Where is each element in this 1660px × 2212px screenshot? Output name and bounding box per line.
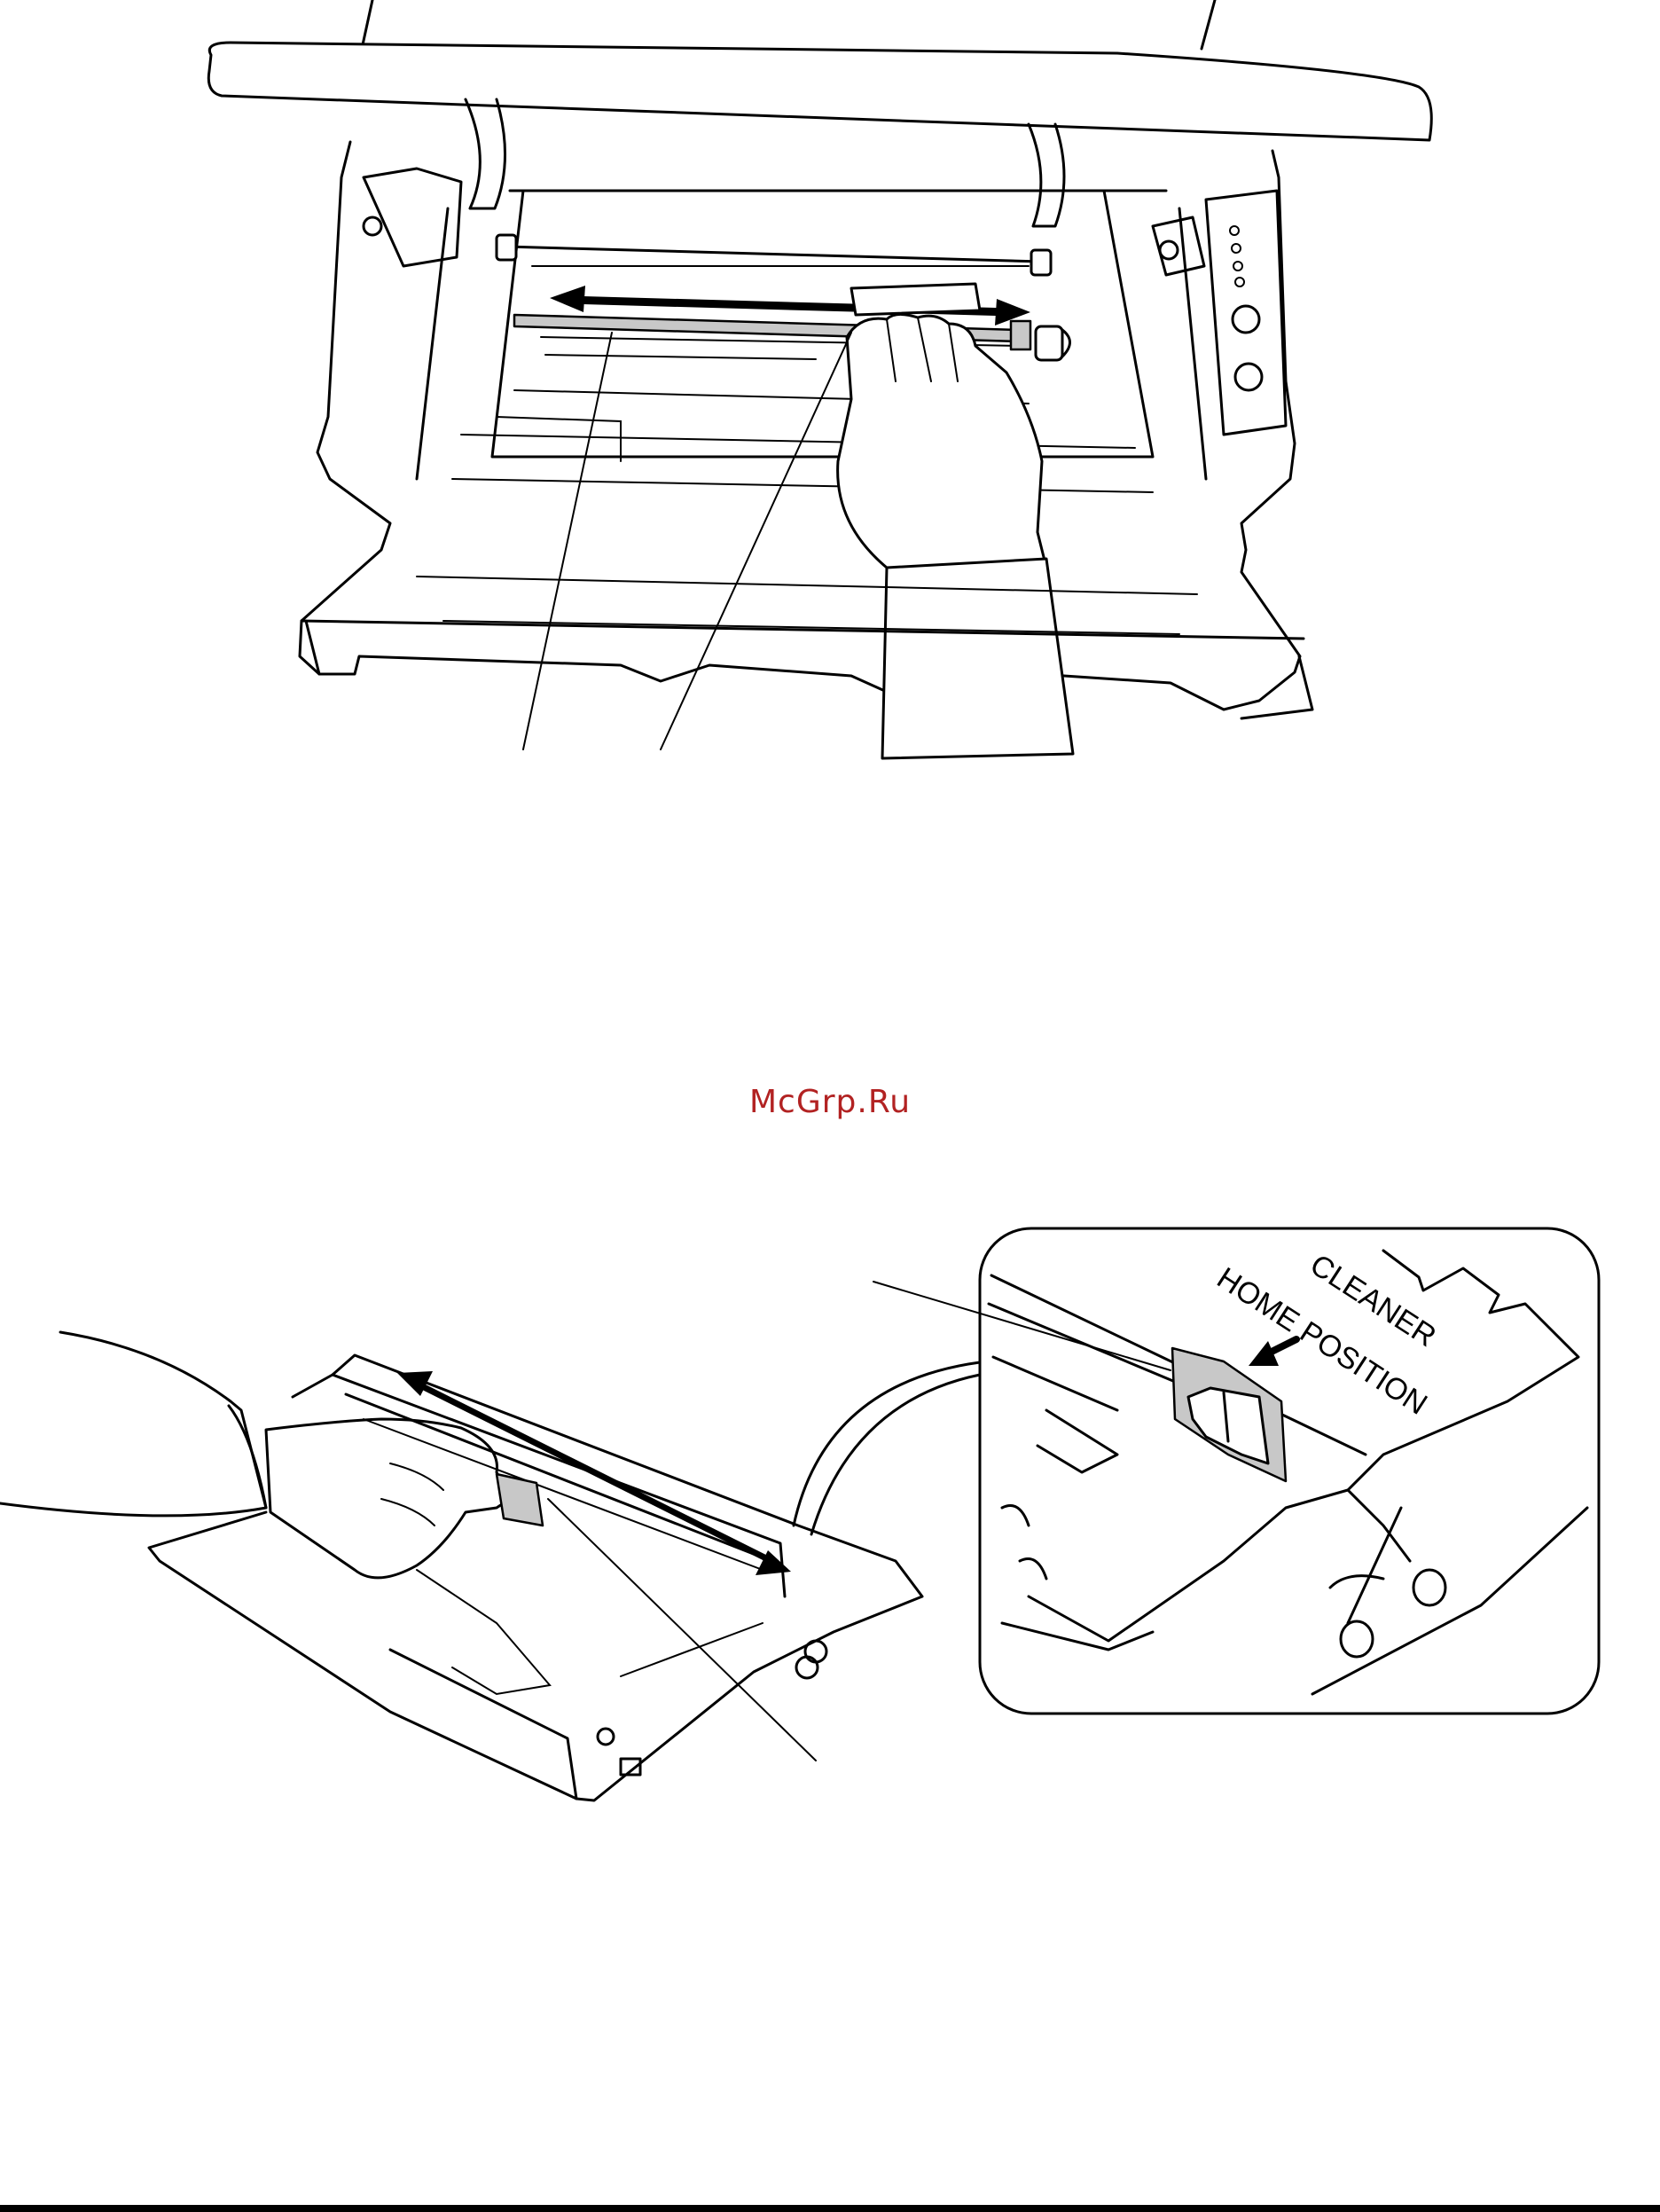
cleaner-slider bbox=[497, 1474, 543, 1526]
printer-figure bbox=[208, 0, 1431, 758]
callout-leader-roller bbox=[523, 333, 612, 749]
callout-leader-slider bbox=[548, 1499, 816, 1761]
watermark: McGrp.Ru bbox=[0, 1084, 1660, 1120]
cleaner-figure: CLEANER HOME POSITION bbox=[0, 1228, 1599, 1800]
drum-unit bbox=[149, 1355, 922, 1800]
printer-lid bbox=[208, 43, 1431, 140]
hand bbox=[838, 314, 1046, 568]
arm-sleeve bbox=[0, 1332, 266, 1516]
bottom-rule bbox=[0, 2205, 1660, 2212]
control-panel bbox=[1206, 191, 1286, 435]
